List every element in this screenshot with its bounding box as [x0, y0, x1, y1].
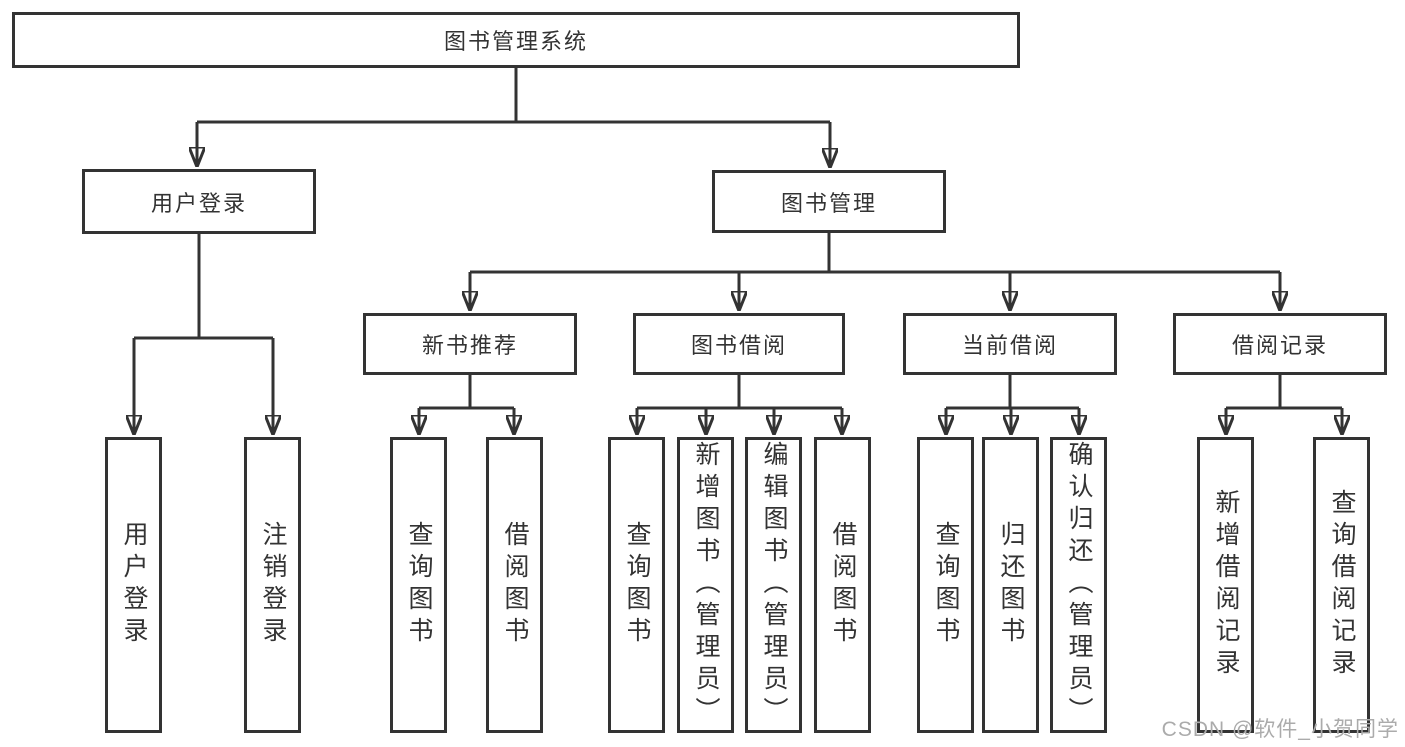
box-leaf-add-borrow-record: 新增借阅记录 — [1197, 437, 1254, 733]
box-leaf-return-book-label: 归还图书 — [997, 521, 1025, 649]
box-leaf-return-book: 归还图书 — [982, 437, 1039, 733]
box-library-system: 图书管理系统 — [12, 12, 1020, 68]
box-book-management-label: 图书管理 — [780, 190, 877, 216]
box-leaf-edit-book-admin: 编辑图书（管理员） — [745, 437, 802, 733]
box-borrow-records: 借阅记录 — [1173, 313, 1387, 375]
box-leaf-borrow-books-2: 借阅图书 — [814, 437, 871, 733]
box-new-book-recommend-label: 新书推荐 — [421, 333, 518, 358]
box-leaf-confirm-return-admin: 确认归还（管理员） — [1050, 437, 1107, 733]
box-leaf-confirm-return-admin-label: 确认归还（管理员） — [1065, 441, 1093, 729]
box-leaf-query-books-3-label: 查询图书 — [932, 521, 960, 649]
box-library-system-label: 图书管理系统 — [443, 29, 588, 54]
box-leaf-edit-book-admin-label: 编辑图书（管理员） — [760, 441, 788, 729]
box-leaf-logout-label: 注销登录 — [259, 521, 287, 649]
box-leaf-query-borrow-record-label: 查询借阅记录 — [1328, 489, 1356, 681]
connector-root-trunk — [197, 68, 830, 124]
box-current-borrow: 当前借阅 — [903, 313, 1117, 375]
connector-current-borrow-trunk — [946, 375, 1079, 410]
box-leaf-logout: 注销登录 — [244, 437, 301, 733]
connector-new-book-trunk — [419, 375, 514, 410]
box-leaf-user-login-label: 用户登录 — [120, 521, 148, 649]
box-book-management: 图书管理 — [712, 170, 946, 233]
box-leaf-borrow-books-1-label: 借阅图书 — [501, 521, 529, 649]
box-leaf-query-books-1-label: 查询图书 — [405, 521, 433, 649]
box-leaf-query-books-3: 查询图书 — [917, 437, 974, 733]
box-borrow-records-label: 借阅记录 — [1231, 333, 1328, 358]
box-leaf-query-books-2-label: 查询图书 — [623, 521, 651, 649]
box-leaf-borrow-books-2-label: 借阅图书 — [829, 521, 857, 649]
box-leaf-borrow-books-1: 借阅图书 — [486, 437, 543, 733]
box-leaf-query-books-1: 查询图书 — [390, 437, 447, 733]
box-leaf-query-borrow-record: 查询借阅记录 — [1313, 437, 1370, 733]
connector-borrow-record-trunk — [1226, 375, 1342, 410]
box-new-book-recommend: 新书推荐 — [363, 313, 577, 375]
connector-book-borrow-trunk — [637, 375, 842, 410]
box-current-borrow-label: 当前借阅 — [961, 333, 1058, 358]
csdn-watermark: CSDN @软件_小贺同学 — [1161, 718, 1399, 741]
box-user-login-label: 用户登录 — [150, 190, 247, 216]
box-leaf-add-book-admin-label: 新增图书（管理员） — [692, 441, 720, 729]
box-leaf-user-login: 用户登录 — [105, 437, 162, 733]
box-leaf-add-borrow-record-label: 新增借阅记录 — [1212, 489, 1240, 681]
box-user-login: 用户登录 — [82, 169, 316, 234]
box-leaf-add-book-admin: 新增图书（管理员） — [677, 437, 734, 733]
box-book-borrow: 图书借阅 — [633, 313, 845, 375]
connector-user-login-trunk — [134, 234, 273, 340]
box-book-borrow-label: 图书借阅 — [690, 333, 787, 358]
box-leaf-query-books-2: 查询图书 — [608, 437, 665, 733]
connector-book-management-trunk — [470, 233, 1280, 274]
